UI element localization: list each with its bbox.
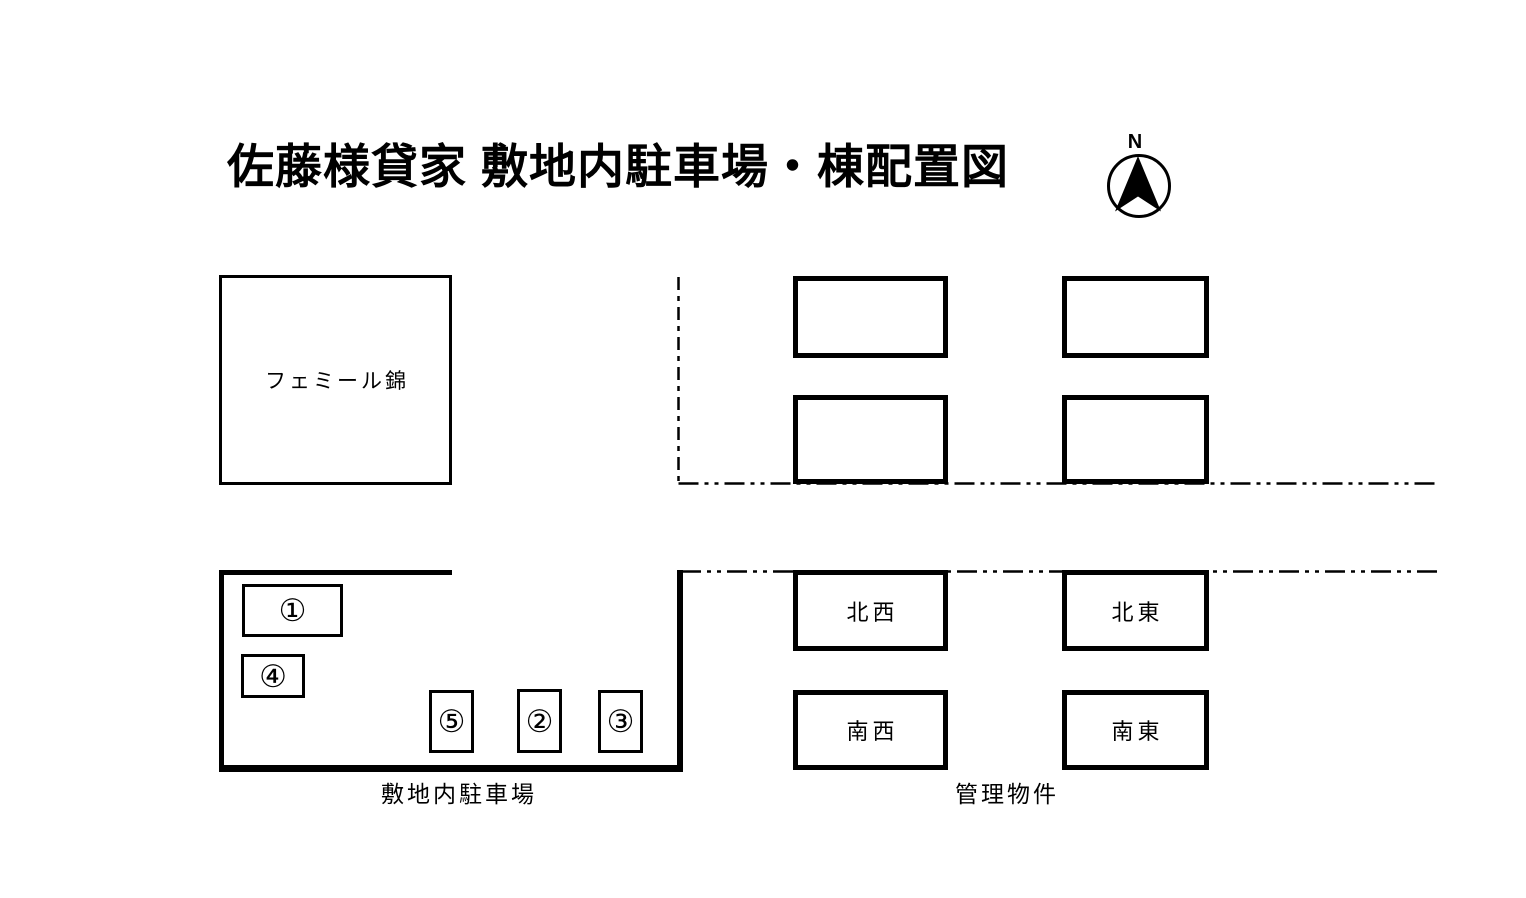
managed-unit-southeast-label: 南東 bbox=[1111, 719, 1164, 744]
parking-space-5-label: ⑤ bbox=[437, 704, 466, 739]
managed-unit-northwest: 北西 bbox=[793, 570, 948, 651]
parking-space-5: ⑤ bbox=[429, 690, 474, 753]
parking-boundary-bottom bbox=[219, 765, 683, 772]
managed-unit-southwest: 南西 bbox=[793, 690, 948, 770]
femir-nishiki-label: フェミール錦 bbox=[265, 370, 409, 393]
parking-space-1-label: ① bbox=[278, 593, 307, 628]
managed-unit-southeast: 南東 bbox=[1062, 690, 1209, 770]
north-arrow-icon bbox=[1115, 156, 1161, 212]
parking-boundary-left bbox=[219, 570, 224, 772]
parking-space-3: ③ bbox=[598, 690, 643, 753]
parking-space-3-label: ③ bbox=[606, 704, 635, 739]
managed-unit-row1-right bbox=[1062, 276, 1209, 358]
parking-caption: 敷地内駐車場 bbox=[381, 781, 537, 807]
femir-nishiki-building: フェミール錦 bbox=[219, 275, 452, 485]
parking-space-1: ① bbox=[242, 584, 343, 637]
managed-unit-row2-left bbox=[793, 395, 948, 484]
north-label: N bbox=[1128, 131, 1142, 153]
managed-unit-northwest-label: 北西 bbox=[846, 599, 899, 625]
parking-boundary-top bbox=[219, 570, 452, 575]
parking-space-4: ④ bbox=[241, 654, 305, 698]
compass-circle bbox=[1107, 154, 1171, 218]
parking-space-4-label: ④ bbox=[259, 658, 287, 694]
managed-unit-southwest-label: 南西 bbox=[846, 719, 899, 744]
managed-unit-northeast: 北東 bbox=[1062, 570, 1209, 651]
managed-caption: 管理物件 bbox=[955, 781, 1059, 807]
managed-unit-row2-right bbox=[1062, 395, 1209, 484]
managed-unit-northeast-label: 北東 bbox=[1111, 599, 1164, 625]
managed-unit-row1-left bbox=[793, 276, 948, 358]
page-title: 佐藤様貸家 敷地内駐車場・棟配置図 bbox=[227, 140, 1010, 193]
parking-boundary-right bbox=[677, 570, 683, 772]
parking-space-2: ② bbox=[517, 689, 562, 753]
parking-space-2-label: ② bbox=[525, 703, 554, 739]
